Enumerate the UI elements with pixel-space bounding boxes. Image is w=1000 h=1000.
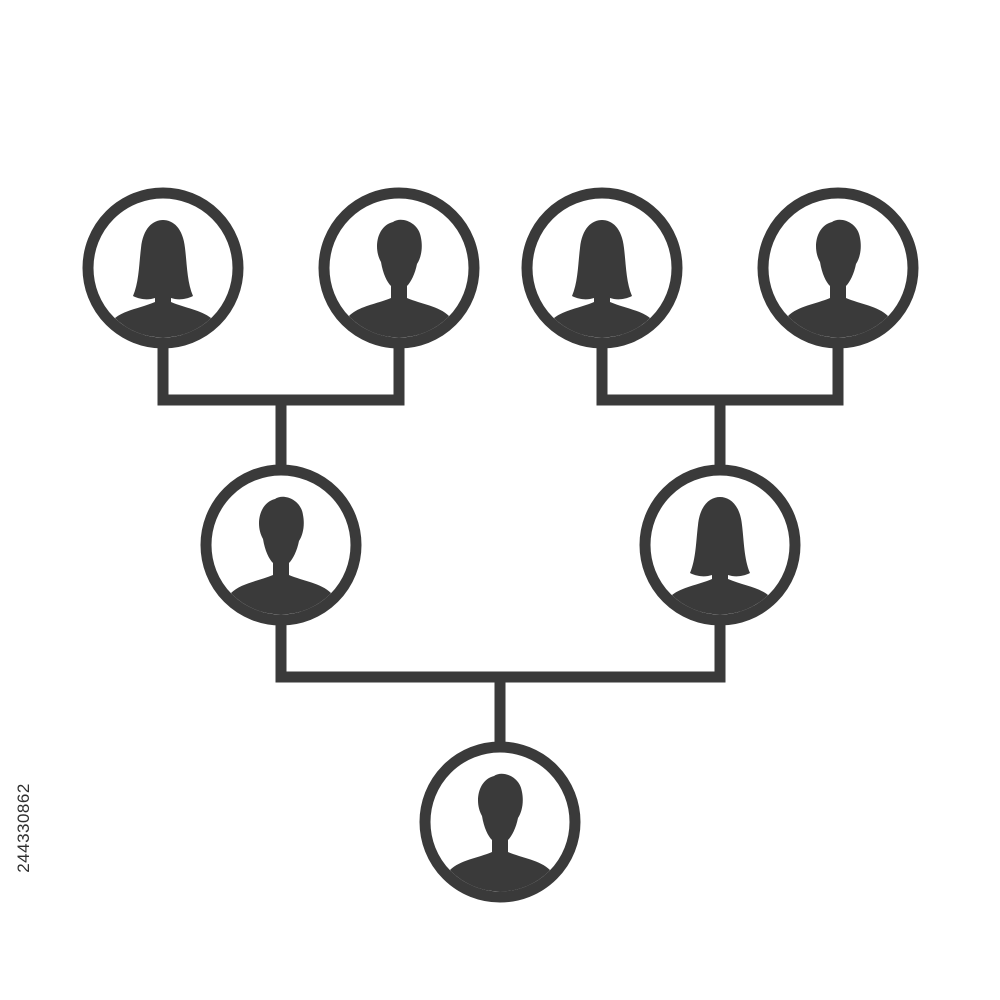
female-silhouette <box>672 497 768 615</box>
female-avatar-icon <box>554 220 650 338</box>
connectors <box>157 343 844 747</box>
female-avatar-icon <box>672 497 768 615</box>
member-gp2 <box>318 187 480 349</box>
male-silhouette <box>450 773 550 892</box>
connector-line-1 <box>157 343 405 470</box>
member-gp1 <box>82 187 244 349</box>
member-gp3 <box>521 187 683 349</box>
connector-line-3 <box>275 620 726 747</box>
male-avatar-icon <box>349 219 449 338</box>
member-ring-outline <box>318 187 480 349</box>
image-id-label: 244330862 <box>14 783 33 873</box>
member-p2 <box>639 464 801 626</box>
male-silhouette <box>349 219 449 338</box>
member-ring-outline <box>757 187 919 349</box>
female-avatar-icon <box>115 220 211 338</box>
connector-line-2 <box>596 343 844 470</box>
male-avatar-icon <box>231 496 331 615</box>
male-avatar-icon <box>788 219 888 338</box>
female-silhouette <box>554 220 650 338</box>
male-silhouette <box>788 219 888 338</box>
female-silhouette <box>115 220 211 338</box>
member-ring-outline <box>200 464 362 626</box>
member-ring-outline <box>521 187 683 349</box>
member-p1 <box>200 464 362 626</box>
member-ring-outline <box>82 187 244 349</box>
member-ring-outline <box>639 464 801 626</box>
member-c1 <box>419 741 581 903</box>
male-avatar-icon <box>450 773 550 892</box>
member-gp4 <box>757 187 919 349</box>
member-ring-outline <box>419 741 581 903</box>
male-silhouette <box>231 496 331 615</box>
